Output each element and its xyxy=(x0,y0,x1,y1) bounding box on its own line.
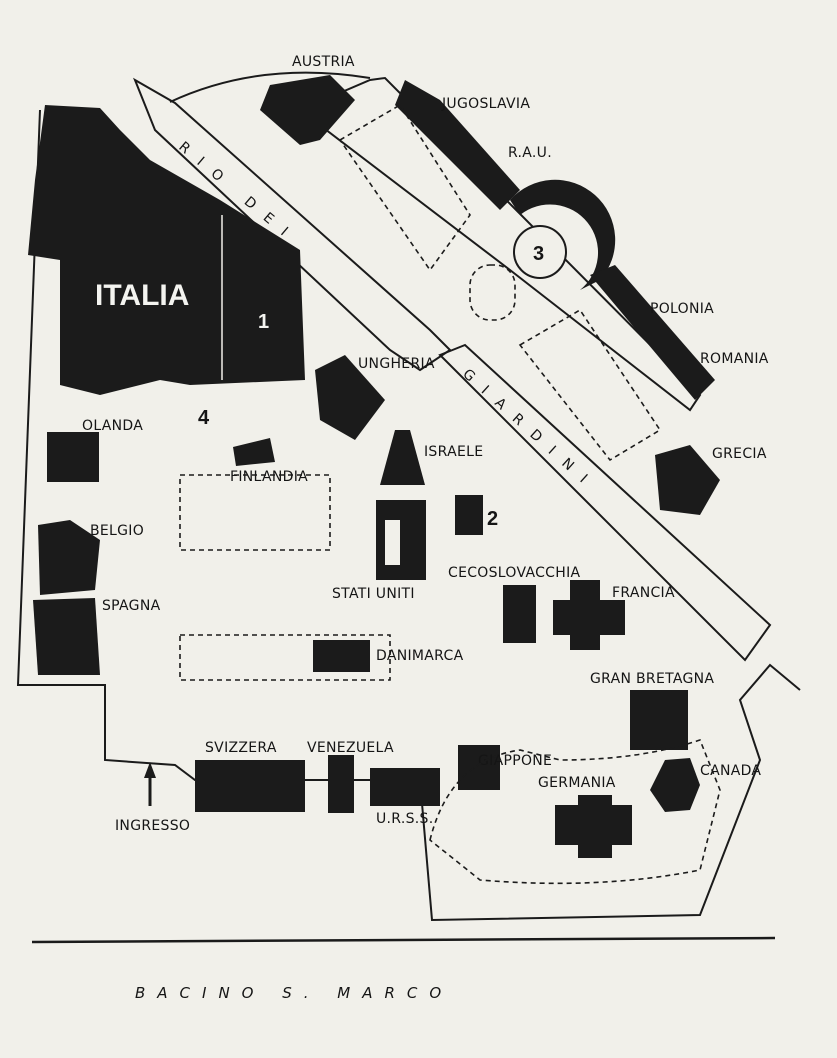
pavilion-2 xyxy=(455,495,483,535)
label-polonia: POLONIA xyxy=(650,301,714,317)
label-stati-uniti: STATI UNITI xyxy=(332,586,415,602)
label-cecoslovacchia: CECOSLOVACCHIA xyxy=(448,565,580,581)
label-ingresso: INGRESSO xyxy=(115,818,190,834)
pavilion-gran-bretagna xyxy=(630,690,688,750)
pavilion-venezuela xyxy=(328,755,354,813)
waterfront-line xyxy=(31,936,776,944)
pavilion-danimarca xyxy=(313,640,370,672)
label-urss: U.R.S.S. xyxy=(376,811,433,827)
label-finlandia: FINLANDIA xyxy=(230,469,308,485)
label-belgio: BELGIO xyxy=(90,523,144,539)
label-jugoslavia: JUGOSLAVIA xyxy=(441,96,530,112)
pavilion-francia xyxy=(553,580,625,650)
label-danimarca: DANIMARCA xyxy=(376,648,464,664)
pavilion-polonia-romania xyxy=(590,265,715,400)
viale-giardini-strip xyxy=(438,343,772,662)
label-number-4: 4 xyxy=(198,407,210,429)
pavilion-olanda xyxy=(47,432,99,482)
pavilion-giappone xyxy=(458,745,500,790)
pavilion-italia xyxy=(28,105,305,395)
label-number-2: 2 xyxy=(487,508,498,530)
label-italia: ITALIA xyxy=(95,279,189,312)
label-giappone: GIAPPONE xyxy=(478,753,552,769)
label-number-3: 3 xyxy=(533,243,544,265)
pavilion-svizzera xyxy=(195,760,305,812)
label-olanda: OLANDA xyxy=(82,418,143,434)
label-germania: GERMANIA xyxy=(538,775,616,791)
pavilion-germania xyxy=(555,795,632,858)
label-israele: ISRAELE xyxy=(424,444,483,460)
label-rau: R.A.U. xyxy=(508,145,552,161)
pavilion-jugoslavia-rau xyxy=(395,80,520,210)
pavilion-cecoslovacchia xyxy=(503,585,536,643)
label-svizzera: SVIZZERA xyxy=(205,740,277,756)
label-gran-bretagna: GRAN BRETAGNA xyxy=(590,671,714,687)
label-grecia: GRECIA xyxy=(712,446,767,462)
pavilion-belgio xyxy=(38,520,100,595)
pavilion-3-rotunda xyxy=(510,179,616,290)
label-ungheria: UNGHERIA xyxy=(358,356,435,372)
pavilion-ungheria xyxy=(315,355,385,440)
pavilion-finlandia xyxy=(233,438,275,466)
label-number-1: 1 xyxy=(258,311,269,333)
label-romania: ROMANIA xyxy=(700,351,769,367)
pavilion-austria xyxy=(260,75,355,145)
label-bacino-s-marco: BACINO S. MARCO xyxy=(135,984,453,1002)
pavilion-israele xyxy=(380,430,425,485)
label-francia: FRANCIA xyxy=(612,585,675,601)
label-canada: CANADA xyxy=(700,763,761,779)
label-austria: AUSTRIA xyxy=(292,54,355,70)
austria-arc xyxy=(169,71,371,103)
label-venezuela: VENEZUELA xyxy=(307,740,394,756)
pavilion-grecia xyxy=(655,445,720,515)
pavilion-spagna xyxy=(33,598,100,675)
pavilion-canada xyxy=(650,758,700,812)
label-giardini: GIARDINI xyxy=(459,366,600,496)
rio-dei-strip xyxy=(133,77,452,372)
pavilion-stati-uniti xyxy=(376,500,426,580)
label-spagna: SPAGNA xyxy=(102,598,161,614)
pavilion-urss xyxy=(370,768,440,806)
entrance-arrow-icon xyxy=(144,762,156,806)
